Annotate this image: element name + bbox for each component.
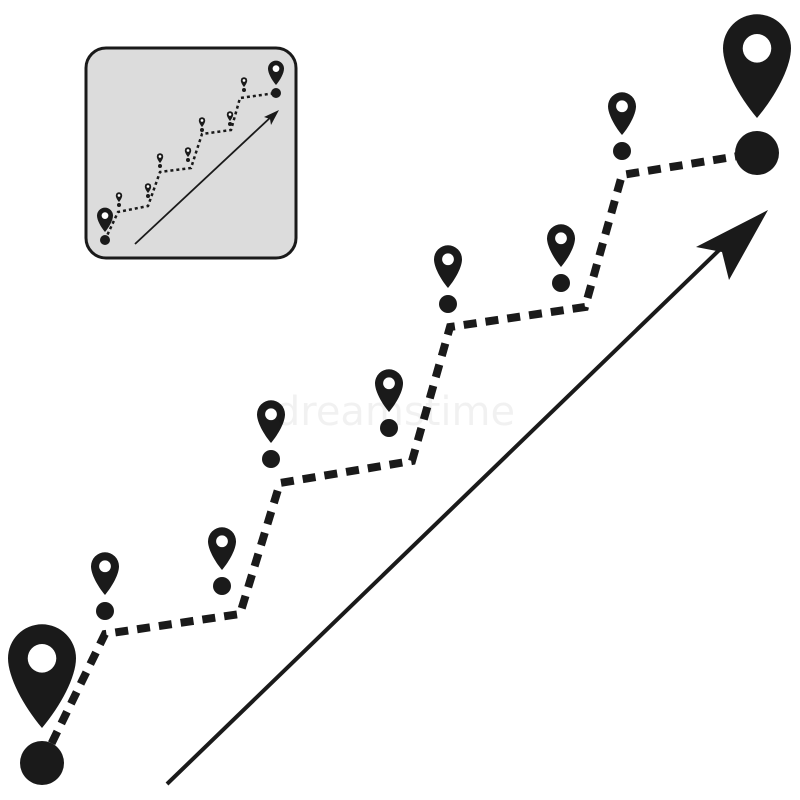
trend-arrow-icon — [165, 210, 768, 786]
start-route-node — [20, 741, 64, 785]
map-pin-hole — [272, 65, 280, 72]
map-pin-body — [226, 111, 234, 121]
map-pin-body — [257, 400, 285, 443]
thumbnail-dashed-route — [103, 91, 277, 241]
map-pin-body — [268, 60, 284, 85]
map-pin-hole — [616, 100, 628, 113]
map-pin-hole — [99, 560, 111, 573]
thumbnail-trend-arrow-head — [264, 110, 279, 125]
waypoint-node — [96, 602, 114, 620]
thumbnail-waypoint-pin-icon — [198, 117, 206, 127]
waypoint-map-pin-icon — [375, 369, 403, 412]
map-pin-hole — [228, 113, 232, 116]
watermark-text: dreamstime — [275, 389, 515, 435]
map-pin-body — [433, 245, 462, 288]
thumbnail-waypoint-node — [200, 128, 204, 132]
thumbnail-content — [97, 60, 284, 245]
map-pin-body — [97, 207, 113, 232]
waypoint-map-pin-icon — [257, 400, 285, 443]
map-pin-hole — [158, 155, 162, 158]
trend-arrow-head — [696, 210, 768, 280]
end-route-node — [735, 131, 779, 175]
thumbnail-waypoint-pin-icon — [144, 183, 152, 193]
main-route — [8, 14, 791, 785]
map-pin-body — [198, 117, 206, 127]
thumbnail-waypoint-node — [117, 203, 121, 207]
trend-arrow-shaft — [165, 226, 744, 786]
map-pin-body — [144, 183, 152, 193]
end-map-pin-icon — [723, 14, 791, 118]
thumbnail-waypoint-node — [228, 122, 232, 126]
map-pin-body — [156, 153, 164, 163]
map-pin-body — [547, 224, 575, 267]
map-pin-body — [723, 14, 791, 118]
thumbnail-waypoint-node — [146, 194, 150, 198]
thumbnail-waypoint-node — [158, 164, 162, 168]
dashed-route-path — [38, 149, 758, 765]
thumbnail-waypoint-pin-icon — [240, 77, 248, 87]
thumbnail-trend-arrow-shaft — [134, 115, 273, 245]
thumbnail-start-node — [100, 235, 110, 245]
thumbnail-waypoint-node — [242, 88, 246, 92]
waypoint-node — [262, 450, 280, 468]
waypoint-node — [613, 142, 631, 160]
map-pin-body — [375, 369, 403, 412]
map-pin-body — [115, 192, 123, 202]
map-pin-hole — [555, 232, 567, 245]
map-pin-hole — [101, 212, 109, 219]
map-pin-hole — [442, 253, 454, 266]
map-pin-hole — [117, 194, 121, 197]
map-pin-body — [184, 147, 192, 157]
waypoint-node — [552, 274, 570, 292]
waypoint-node — [213, 577, 231, 595]
waypoint-map-pin-icon — [433, 245, 462, 288]
waypoint-node — [380, 419, 398, 437]
thumbnail-waypoint-pin-icon — [115, 192, 123, 202]
map-pin-hole — [216, 535, 228, 548]
waypoint-map-pin-icon — [208, 527, 236, 570]
thumbnail-start-pin-icon — [97, 207, 113, 232]
map-pin-body — [608, 92, 636, 135]
route-thumbnail — [84, 46, 298, 260]
thumbnail-waypoint-pin-icon — [226, 111, 234, 121]
map-pin-hole — [200, 119, 204, 122]
thumbnail-waypoint-pin-icon — [184, 147, 192, 157]
waypoint-map-pin-icon — [608, 92, 636, 135]
waypoint-map-pin-icon — [90, 552, 119, 595]
map-pin-body — [8, 624, 76, 728]
thumbnail-frame — [84, 46, 298, 260]
map-pin-body — [240, 77, 248, 87]
map-pin-hole — [742, 34, 772, 63]
map-pin-hole — [27, 644, 57, 673]
start-map-pin-icon — [8, 624, 76, 728]
thumbnail-waypoint-node — [186, 158, 190, 162]
map-pin-body — [90, 552, 119, 595]
waypoint-map-pin-icon — [547, 224, 575, 267]
map-pin-hole — [186, 149, 190, 152]
map-pin-hole — [242, 79, 246, 82]
waypoint-node — [439, 295, 457, 313]
map-pin-hole — [146, 185, 150, 188]
thumbnail-end-pin-icon — [268, 60, 284, 85]
map-pin-hole — [265, 408, 277, 421]
thumbnail-end-node — [271, 88, 281, 98]
map-pin-hole — [383, 377, 395, 390]
map-pin-body — [208, 527, 236, 570]
thumbnail-waypoint-pin-icon — [156, 153, 164, 163]
